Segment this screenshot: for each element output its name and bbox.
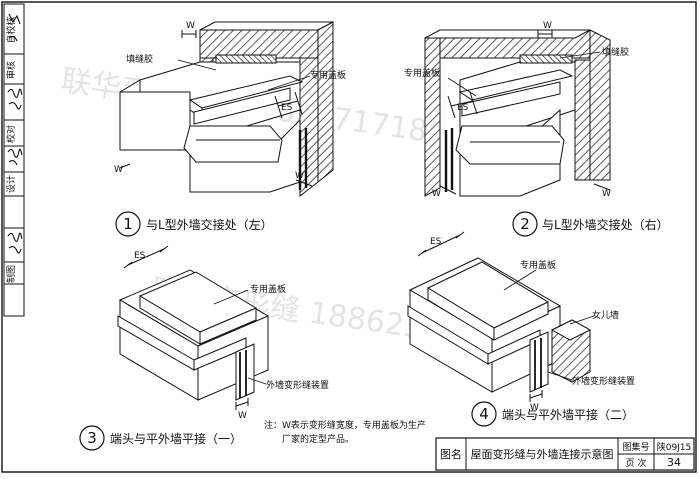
strip-label-5: 制图 (5, 265, 17, 283)
detail-4: ES W 专用盖板 女儿墙 外墙变形缝装置 4 端头与平外墙平接（二） (407, 231, 635, 427)
detail-3-dim-es: ES (134, 251, 146, 261)
signature-mark-1 (7, 88, 23, 110)
detail-3-dim-w: W (238, 411, 247, 421)
detail-1-dim-w1: W (186, 21, 195, 31)
detail-4-label-cover: 专用盖板 (520, 259, 556, 271)
detail-4-caption: 端头与平外墙平接（二） (502, 407, 634, 422)
signature-mark-2 (7, 148, 23, 166)
detail-1-number: 1 (123, 215, 133, 233)
detail-1: ES W W W 填缝胶 专用盖板 1 与L型外墙交接处（左） (114, 21, 346, 237)
detail-3-label-cover: 专用盖板 (250, 283, 286, 295)
detail-2-dim-w3: W (602, 189, 611, 199)
detail-1-dim-w2: W (114, 165, 123, 175)
detail-3-number-circle (79, 425, 105, 451)
detail-4-label-parapet: 女儿墙 (592, 309, 619, 321)
detail-2-number-circle (512, 211, 538, 237)
signature-strip: 自校核 审核 校对 设计 制图 (3, 3, 25, 317)
atlas-value: 陕09J15 (657, 441, 692, 453)
note-line-2: 厂家的定型产品。 (282, 433, 354, 445)
detail-4-label-device: 外墙变形缝装置 (572, 375, 635, 387)
strip-label-3: 校对 (5, 125, 17, 143)
title-block: 图名 屋面变形缝与外墙连接示意图 图集号 陕09J15 页 次 34 (435, 437, 695, 471)
note-line-1: 注：W表示变形缝宽度，专用盖板为生产 (264, 419, 426, 431)
detail-2-caption: 与L型外墙交接处（右） (542, 217, 669, 232)
detail-4-dim-w: W (530, 403, 539, 413)
signature-mark-4 (8, 13, 21, 42)
page-value: 34 (667, 456, 681, 469)
detail-2: ES W W W 专用盖板 填缝胶 2 与L型外墙交接处（右） (404, 21, 669, 237)
title-label: 图名 (440, 447, 462, 461)
detail-3-caption: 端头与平外墙平接（一） (110, 431, 242, 446)
strip-label-1: 自校核 (5, 16, 17, 43)
detail-3: ES W 专用盖板 外墙变形缝装置 注：W表示变形缝宽度，专用盖板为生产 厂家的… (79, 245, 426, 451)
detail-4-number: 4 (479, 405, 489, 423)
sheet-border (1, 1, 697, 473)
detail-1-dim-es: ES (281, 103, 293, 113)
detail-1-caption: 与L型外墙交接处（左） (146, 217, 273, 232)
detail-1-label-filler: 填缝胶 (126, 53, 153, 65)
detail-1-label-cover: 专用盖板 (310, 69, 346, 81)
detail-2-number: 2 (520, 215, 530, 233)
detail-1-number-circle (115, 211, 141, 237)
detail-3-number: 3 (87, 429, 97, 447)
strip-label-4: 设计 (5, 175, 17, 193)
detail-3-label-device: 外墙变形缝装置 (266, 379, 329, 391)
drawing-title: 屋面变形缝与外墙连接示意图 (471, 447, 614, 461)
detail-2-dim-w1: W (543, 21, 552, 31)
atlas-label: 图集号 (622, 441, 649, 453)
signature-mark-3 (7, 232, 23, 254)
detail-2-dim-es: ES (457, 103, 469, 113)
detail-4-dim-es: ES (430, 237, 442, 247)
strip-label-2: 审核 (5, 61, 17, 79)
detail-4-number-circle (471, 401, 497, 427)
detail-2-dim-w2: W (432, 189, 441, 199)
detail-2-label-cover: 专用盖板 (404, 67, 440, 79)
detail-1-dim-w3: W (295, 171, 304, 181)
detail-2-label-filler: 填缝胶 (602, 46, 629, 58)
page-label: 页 次 (626, 457, 647, 469)
